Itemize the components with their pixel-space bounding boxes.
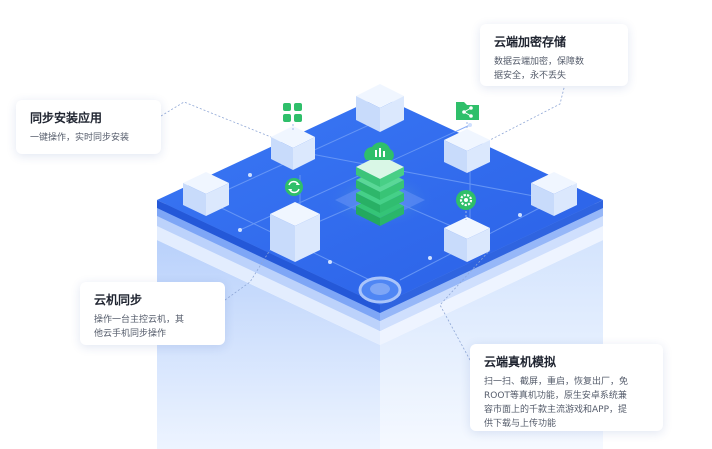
feature-description-line: ROOT等真机功能，原生安卓系统兼 bbox=[484, 391, 627, 401]
feature-description-line: 扫一扫、截屏，重启，恢复出厂，免 bbox=[484, 377, 629, 387]
feature-card-sync-install: 同步安装应用 一键操作，实时同步安装 bbox=[16, 100, 161, 154]
cube-right bbox=[531, 172, 577, 216]
apps-grid-icon bbox=[283, 103, 302, 130]
feature-description-line: 数据云端加密，保障数 bbox=[494, 57, 585, 67]
feature-description: 一键操作，实时同步安装 bbox=[30, 133, 130, 143]
feature-title: 云端加密存储 bbox=[494, 35, 567, 49]
feature-card-real-device: 云端真机模拟 扫一扫、截屏，重启，恢复出厂，免 ROOT等真机功能，原生安卓系统… bbox=[470, 344, 663, 431]
cube-front-left bbox=[270, 202, 320, 262]
feature-card-cloud-sync: 云机同步 操作一台主控云机，其 他云手机同步操作 bbox=[80, 282, 225, 345]
cube-upper-right bbox=[444, 129, 490, 173]
feature-description-line: 他云手机同步操作 bbox=[94, 329, 167, 339]
ring-node bbox=[358, 276, 402, 304]
feature-description: 操作一台主控云机，其 他云手机同步操作 bbox=[94, 313, 211, 341]
feature-title: 云端真机模拟 bbox=[484, 355, 557, 369]
feature-description-line: 供下载与上传功能 bbox=[484, 419, 557, 429]
share-folder-icon bbox=[456, 102, 479, 130]
cube-left bbox=[183, 172, 229, 216]
server-stack bbox=[356, 155, 404, 226]
feature-card-cloud-encrypt: 云端加密存储 数据云端加密，保障数 据安全，永不丢失 bbox=[480, 24, 628, 86]
connector-lines bbox=[160, 83, 566, 361]
feature-description-line: 容市面上的千款主流游戏和APP，提 bbox=[484, 405, 628, 415]
feature-title: 同步安装应用 bbox=[30, 111, 103, 125]
feature-description-line: 操作一台主控云机，其 bbox=[94, 315, 185, 325]
cloud-icon bbox=[364, 142, 394, 160]
cube-front-right bbox=[444, 217, 490, 262]
gear-icon bbox=[456, 190, 476, 220]
feature-description: 扫一扫、截屏，重启，恢复出厂，免 ROOT等真机功能，原生安卓系统兼 容市面上的… bbox=[484, 375, 649, 431]
cube-top-center bbox=[356, 84, 404, 132]
feature-title: 云机同步 bbox=[94, 293, 143, 307]
feature-description: 数据云端加密，保障数 据安全，永不丢失 bbox=[494, 55, 614, 83]
sync-icon bbox=[285, 178, 303, 196]
feature-description-line: 据安全，永不丢失 bbox=[494, 71, 567, 81]
circuit-dots bbox=[238, 123, 522, 264]
cube-upper-left bbox=[271, 126, 315, 170]
